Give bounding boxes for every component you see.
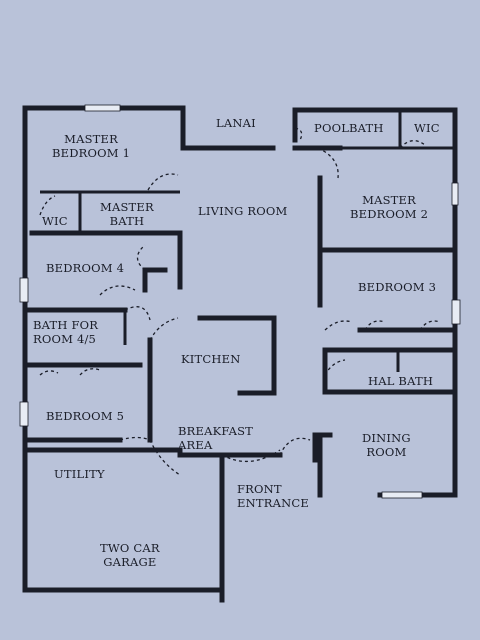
room-label-line: MASTER <box>100 200 154 214</box>
room-master-bath: MASTER BATH <box>100 200 154 228</box>
windows <box>19 104 461 499</box>
room-hal-bath: HAL BATH <box>368 374 433 388</box>
room-label-line: BEDROOM 1 <box>52 146 131 160</box>
room-label-line: TWO CAR <box>100 541 160 555</box>
room-breakfast-area: BREAKFAST AREA <box>178 424 253 452</box>
room-label-text: WIC <box>414 121 440 135</box>
room-label-line: BREAKFAST <box>178 424 254 438</box>
room-front-entrance: FRONT ENTRANCE <box>237 482 309 510</box>
room-label-line: DINING <box>362 431 411 445</box>
room-dining-room: DINING ROOM <box>362 431 411 459</box>
room-label-line: BATH <box>109 214 145 228</box>
room-label-line: BATH FOR <box>33 318 99 332</box>
interior-walls <box>25 110 458 603</box>
room-label-line: ROOM 4/5 <box>33 332 97 346</box>
room-utility: UTILITY <box>54 467 105 481</box>
room-kitchen: KITCHEN <box>181 352 241 366</box>
room-label-line: ENTRANCE <box>237 496 309 510</box>
room-label-line: FRONT <box>237 482 282 496</box>
room-bath-room-4-5: BATH FOR ROOM 4/5 <box>33 318 98 346</box>
room-label-line: MASTER <box>362 193 417 207</box>
room-wic-left: WIC <box>42 214 68 228</box>
room-bedroom-3: BEDROOM 3 <box>358 280 436 294</box>
room-label-text: BEDROOM 4 <box>46 261 125 275</box>
room-master-bedroom-1: MASTER BEDROOM 1 <box>52 132 130 160</box>
room-label-text: LIVING ROOM <box>198 204 288 218</box>
room-label-text: UTILITY <box>54 467 105 481</box>
room-bedroom-4: BEDROOM 4 <box>46 261 124 275</box>
room-living-room: LIVING ROOM <box>198 204 287 218</box>
room-master-bedroom-2: MASTER BEDROOM 2 <box>350 193 428 221</box>
room-two-car-garage: TWO CAR GARAGE <box>100 541 160 569</box>
room-label-text: WIC <box>42 214 68 228</box>
room-label-line: AREA <box>178 438 213 452</box>
room-label-line: MASTER <box>64 132 119 146</box>
door-swings <box>39 127 441 476</box>
room-label-line: ROOM <box>366 445 407 459</box>
room-label-text: KITCHEN <box>181 352 241 366</box>
room-label-text: POOLBATH <box>314 121 384 135</box>
room-label-text: BEDROOM 3 <box>358 280 437 294</box>
room-label-text: HAL BATH <box>368 374 434 388</box>
room-poolbath: POOLBATH <box>314 121 384 135</box>
room-label-text: LANAI <box>216 116 256 130</box>
room-wic-right: WIC <box>414 121 440 135</box>
room-label-line: BEDROOM 2 <box>350 207 429 221</box>
room-label-text: BEDROOM 5 <box>46 409 125 423</box>
room-bedroom-5: BEDROOM 5 <box>46 409 124 423</box>
room-lanai: LANAI <box>216 116 256 130</box>
room-label-line: GARAGE <box>103 555 157 569</box>
